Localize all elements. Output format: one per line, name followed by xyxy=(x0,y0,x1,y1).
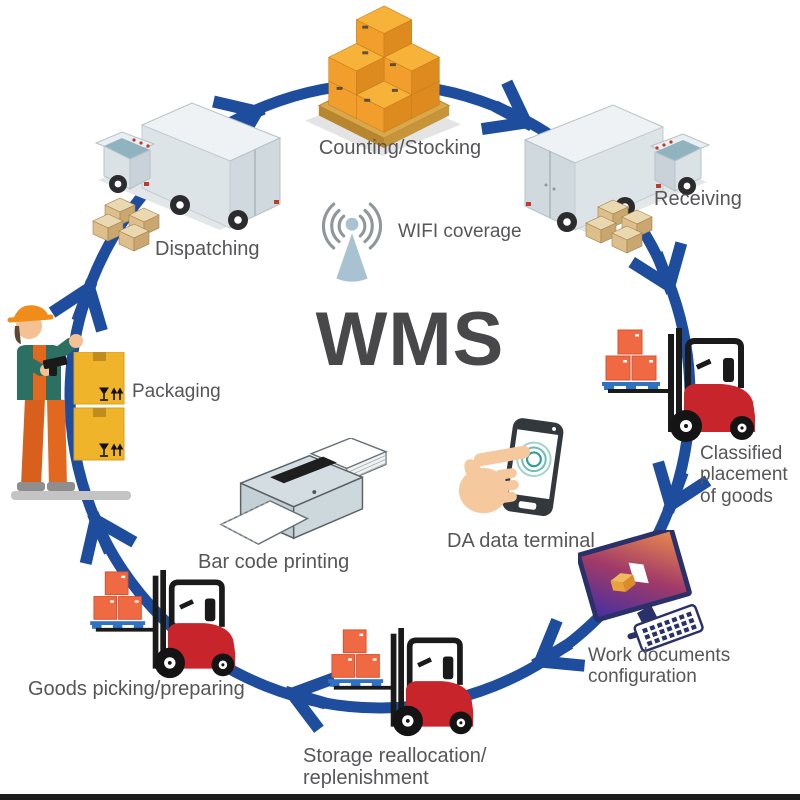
forklift-icon xyxy=(90,570,236,679)
box-truck-icon xyxy=(523,104,711,232)
pallet-boxes-icon xyxy=(305,5,462,157)
stage-dispatching xyxy=(85,88,300,238)
bottom-edge-bar xyxy=(0,794,800,800)
loose-cartons-icon xyxy=(92,197,160,252)
workstation-icon xyxy=(578,530,704,653)
stage-label: Packaging xyxy=(132,381,221,402)
stage-label: Work documents configuration xyxy=(588,645,731,688)
stage-classified-placement xyxy=(602,328,762,444)
forklift-icon xyxy=(602,328,755,442)
stage-packaging xyxy=(5,300,135,505)
stage-storage-reallocation xyxy=(328,628,480,738)
box-truck-icon xyxy=(94,102,282,230)
stage-label: Goods picking/preparing xyxy=(28,678,245,700)
forklift-icon xyxy=(328,628,474,737)
barcode-printing-label: Bar code printing xyxy=(198,551,350,573)
stage-goods-picking xyxy=(90,570,242,680)
barcode-printer-icon xyxy=(219,438,389,545)
stage-label: Dispatching xyxy=(155,238,260,260)
loose-cartons-icon xyxy=(585,199,653,254)
stage-counting-stocking xyxy=(297,0,475,158)
stage-work-documents xyxy=(578,530,710,655)
stage-label: Receiving xyxy=(654,188,742,210)
stage-label: Classified placement of goods xyxy=(700,443,788,507)
wifi-coverage-label: WIFI coverage xyxy=(398,221,522,242)
stage-receiving xyxy=(505,90,720,240)
worker-scanning-icon xyxy=(7,305,131,500)
data-terminal-block xyxy=(446,418,574,524)
data-terminal-label: DA data terminal xyxy=(447,530,595,552)
stage-label: Counting/Stocking xyxy=(318,137,482,159)
stage-label: Storage reallocation/ replenishment xyxy=(303,745,487,790)
wms-title: WMS xyxy=(315,297,505,382)
barcode-printing-block xyxy=(213,438,395,551)
handheld-terminal-icon xyxy=(458,418,564,517)
wifi-antenna-icon xyxy=(321,202,383,282)
packages-stack-icon xyxy=(73,352,125,461)
